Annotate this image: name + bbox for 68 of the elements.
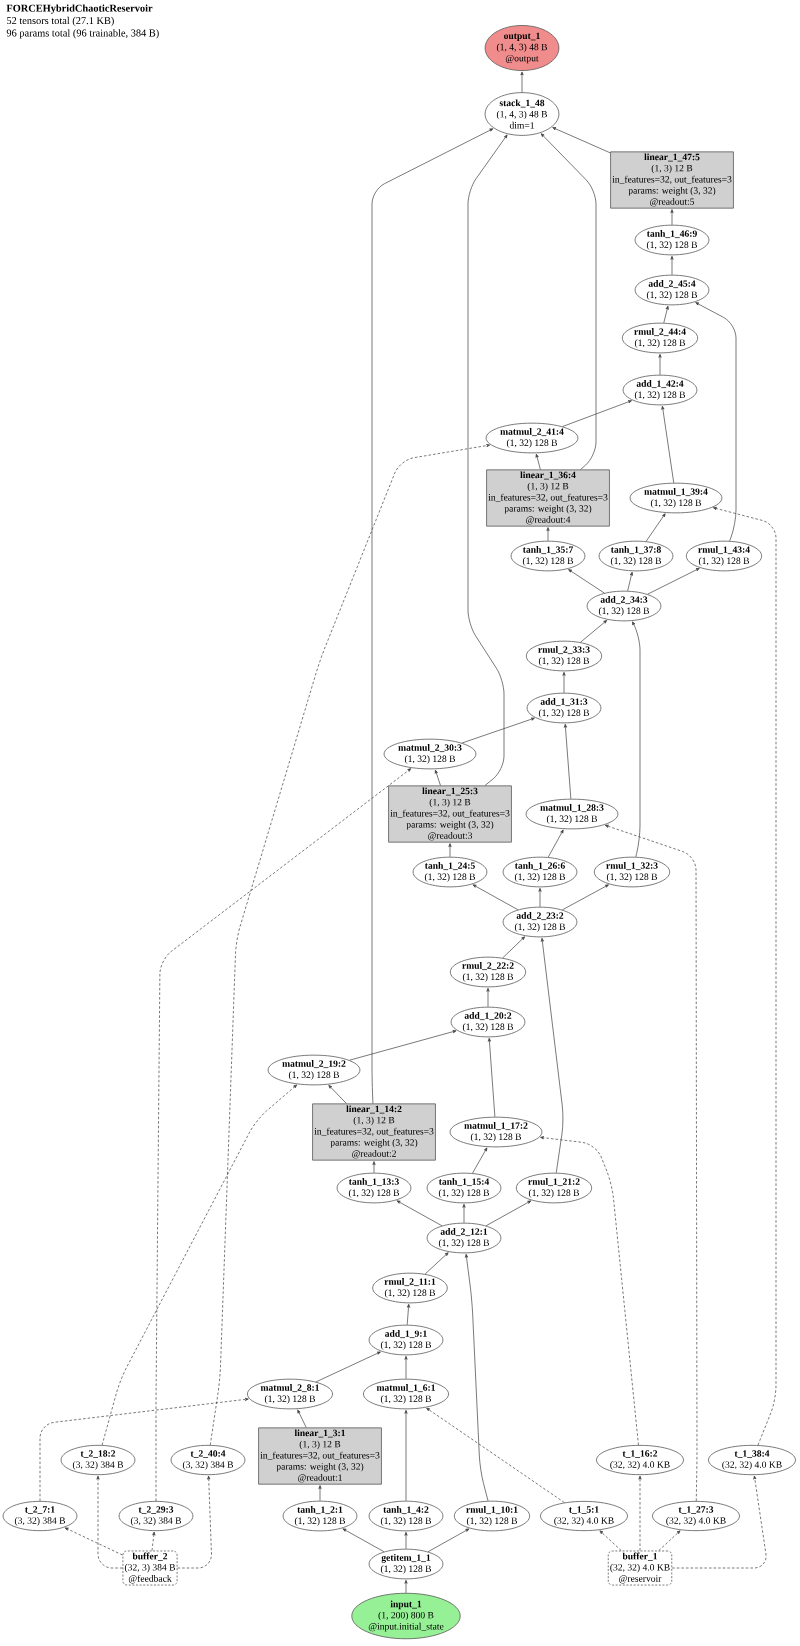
- arrow: [540, 937, 564, 1174]
- dashed-arrow: [599, 1530, 622, 1551]
- arrow: [562, 671, 566, 694]
- arrow: [663, 305, 669, 324]
- arrow: [535, 453, 541, 470]
- arrow: [472, 884, 519, 911]
- arrow: [464, 1253, 489, 1502]
- dashed-arrow: [658, 1530, 681, 1551]
- arrow: [404, 1409, 408, 1502]
- arrow: [371, 128, 494, 1104]
- arrow: [318, 1485, 322, 1502]
- dashed-arrow: [426, 1407, 565, 1503]
- arrow: [297, 1409, 307, 1428]
- arrow: [448, 843, 452, 858]
- arrow: [462, 1203, 466, 1224]
- arrow: [487, 1037, 496, 1118]
- arrow: [647, 568, 700, 595]
- dashed-arrow: [540, 1136, 639, 1446]
- arrow: [427, 1528, 470, 1553]
- dashed-arrow: [604, 824, 698, 1502]
- arrow: [562, 884, 609, 911]
- arrow: [627, 571, 633, 592]
- arrow: [406, 1303, 411, 1326]
- dashed-arrow: [151, 1531, 156, 1551]
- arrow: [502, 936, 526, 959]
- arrow: [645, 513, 666, 542]
- arrow: [404, 1579, 408, 1594]
- arrow: [342, 1528, 385, 1553]
- arrow: [520, 71, 524, 93]
- arrow: [632, 621, 641, 858]
- dashed-arrow: [671, 1475, 767, 1569]
- dashed-arrow: [101, 1084, 298, 1446]
- arrow: [396, 1200, 443, 1227]
- dashed-arrow: [64, 1527, 123, 1556]
- arrow: [552, 127, 611, 154]
- arrow: [695, 302, 737, 542]
- arrow: [670, 209, 674, 226]
- arrow: [547, 829, 564, 858]
- dashed-arrow: [209, 444, 491, 1446]
- arrow: [315, 1351, 381, 1383]
- arrow: [404, 1355, 408, 1380]
- dashed-arrow: [96, 1475, 123, 1569]
- arrow: [563, 723, 572, 800]
- arrow: [540, 133, 597, 470]
- arrow: [434, 769, 441, 786]
- arrow: [562, 400, 632, 427]
- arrow: [461, 717, 535, 744]
- arrow: [372, 1161, 376, 1174]
- arrow: [546, 527, 550, 542]
- dashed-arrow: [638, 1475, 642, 1551]
- arrow: [349, 1030, 457, 1061]
- dashed-arrow: [39, 1397, 249, 1502]
- arrow: [404, 1531, 408, 1550]
- arrow: [580, 620, 608, 643]
- arrow: [538, 887, 542, 908]
- arrow: [485, 1200, 532, 1227]
- arrow: [568, 569, 605, 594]
- arrow: [328, 1084, 347, 1104]
- arrow: [661, 405, 675, 484]
- arrow: [467, 134, 508, 786]
- arrow: [658, 353, 662, 376]
- arrow: [670, 255, 674, 276]
- arrow: [424, 1252, 449, 1275]
- dashed-arrow: [177, 1475, 212, 1569]
- arrow: [472, 1147, 488, 1174]
- dashed-arrow: [155, 768, 412, 1502]
- arrow: [486, 987, 490, 1008]
- dashed-arrow: [712, 506, 777, 1446]
